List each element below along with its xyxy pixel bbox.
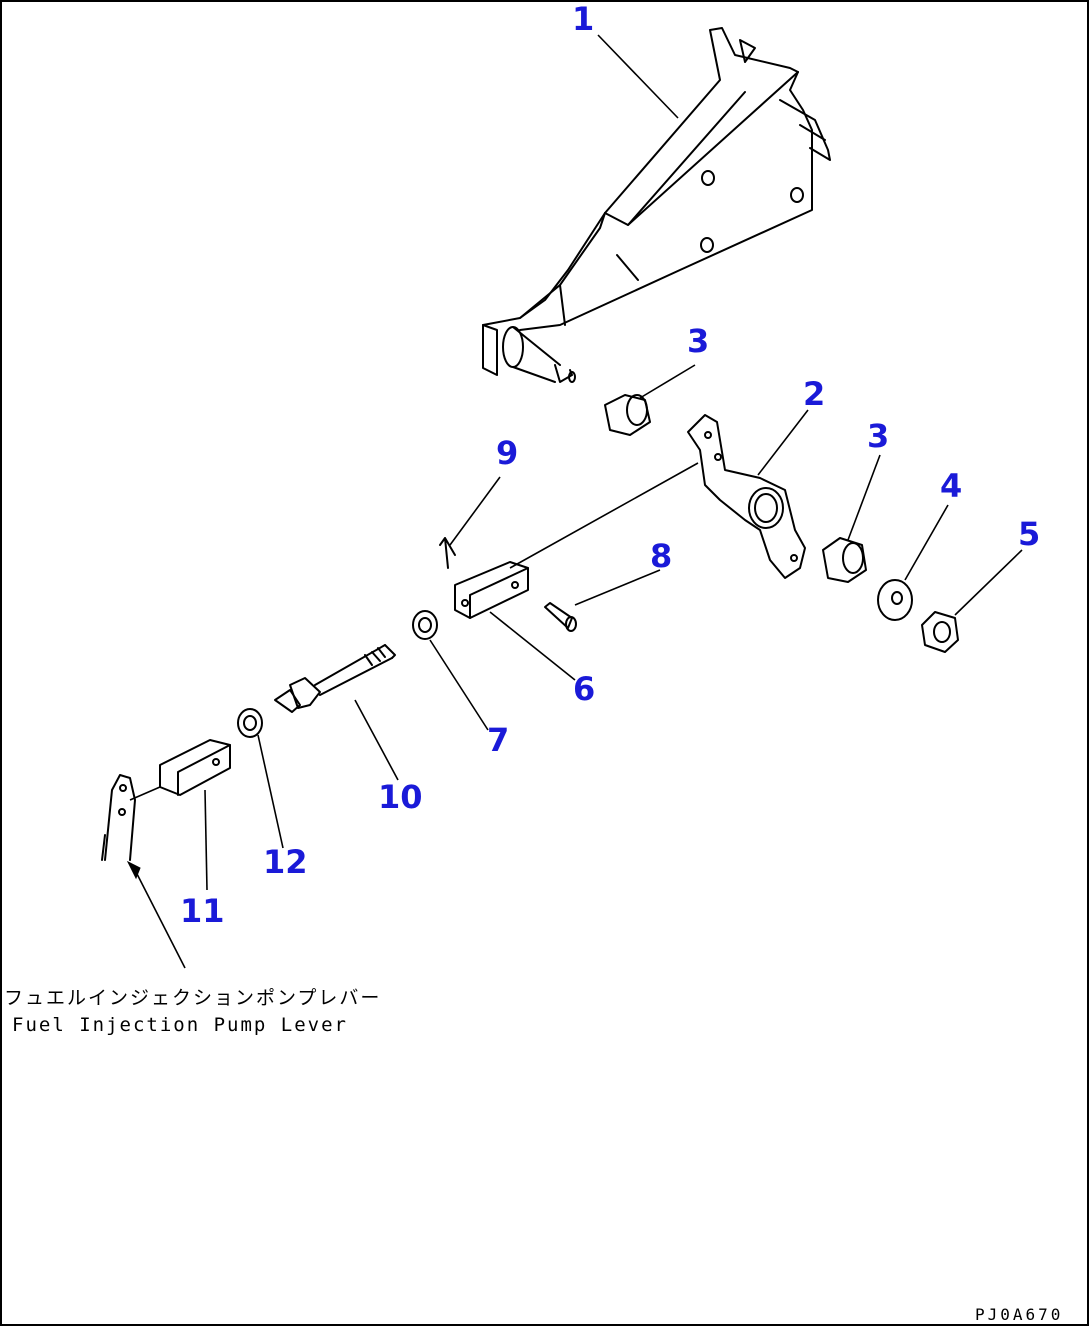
- callout-10: 10: [378, 778, 423, 816]
- leader-6-to-2: [509, 462, 699, 569]
- leader-9: [449, 476, 501, 546]
- pump-lever: [101, 774, 136, 861]
- part-7-nut: [412, 610, 438, 640]
- part-1-bracket: [482, 27, 831, 383]
- part-5-nut: [921, 611, 959, 653]
- leader-5: [954, 549, 1023, 616]
- part-8-pin: [544, 602, 577, 632]
- callout-2: 2: [803, 375, 825, 413]
- leader-4: [904, 504, 949, 581]
- part-3-bushing-upper: [604, 394, 651, 436]
- callout-3-lower: 3: [867, 417, 889, 455]
- leader-10: [354, 699, 399, 781]
- leader-3b: [847, 454, 881, 541]
- callout-11: 11: [180, 892, 225, 930]
- leader-3a: [639, 364, 696, 399]
- part-12-nut: [237, 708, 263, 738]
- part-3-bushing-lower: [822, 537, 867, 583]
- leader-8: [574, 569, 661, 606]
- leader-6: [489, 611, 576, 681]
- annotation-japanese: フュエルインジェクションポンプレバー: [4, 987, 381, 1009]
- callout-9: 9: [496, 434, 518, 472]
- part-6-clevis: [454, 561, 529, 619]
- callout-7: 7: [487, 721, 509, 759]
- arrow-head: [126, 860, 141, 880]
- part-4-washer: [877, 579, 913, 621]
- callout-6: 6: [573, 670, 595, 708]
- annotation-english: Fuel Injection Pump Lever: [12, 1014, 348, 1036]
- leader-pump-lever: [134, 869, 186, 969]
- leader-clevis-to-lever: [129, 786, 161, 801]
- callout-12: 12: [263, 843, 308, 881]
- leader-lines: [129, 34, 1023, 969]
- leader-2: [757, 409, 809, 476]
- part-11-clevis: [159, 739, 231, 796]
- leader-7: [429, 639, 489, 731]
- leader-11: [204, 789, 208, 891]
- callout-3-upper: 3: [687, 322, 709, 360]
- leader-1: [597, 34, 679, 119]
- part-9-cotter-pin: [439, 537, 456, 569]
- callout-1: 1: [572, 0, 594, 38]
- part-2-lever: [687, 414, 806, 579]
- leader-12: [257, 734, 284, 849]
- callout-8: 8: [650, 537, 672, 575]
- callout-5: 5: [1018, 515, 1040, 553]
- callout-4: 4: [940, 467, 962, 505]
- drawing-code: PJ0A670: [975, 1305, 1063, 1324]
- part-10-rod: [274, 644, 396, 713]
